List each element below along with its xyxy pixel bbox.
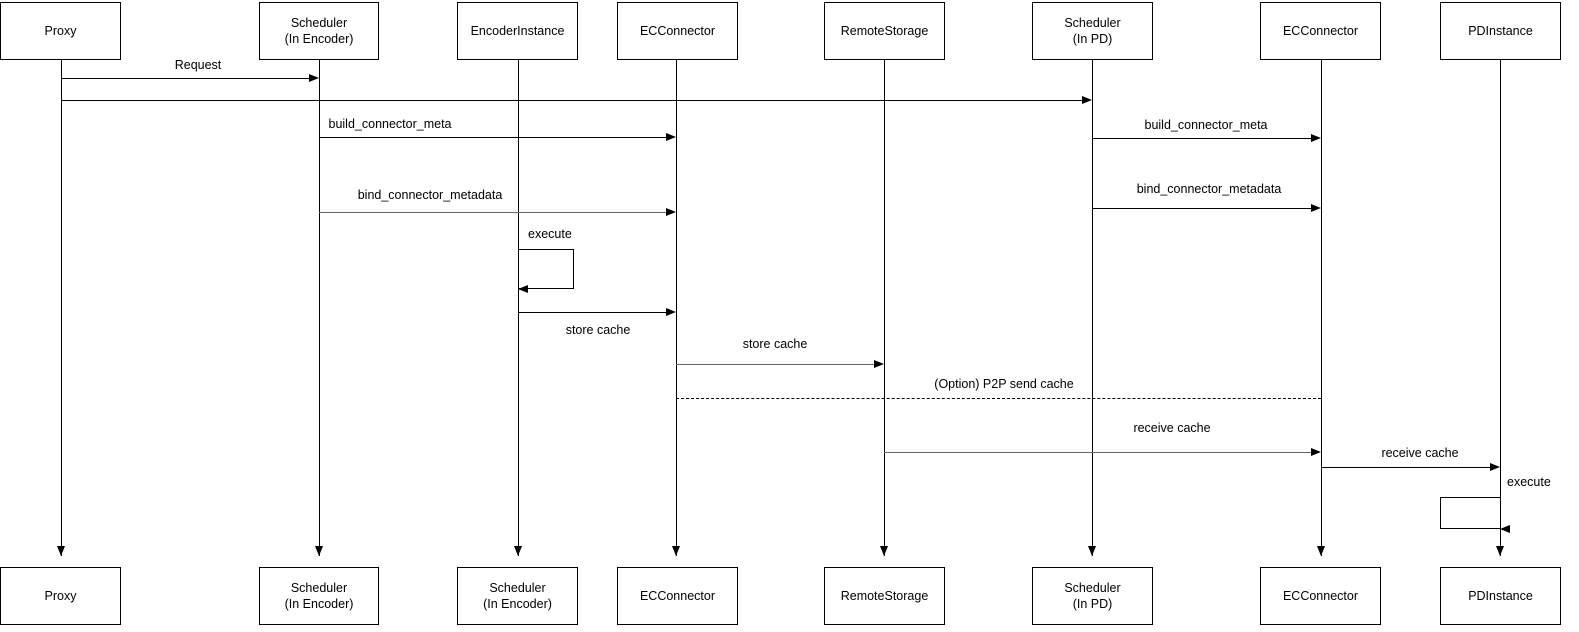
participant-label: Scheduler <box>1064 581 1121 595</box>
message-label-m5: bind_connector_metadata <box>357 188 503 202</box>
participant-label: Scheduler <box>290 16 348 30</box>
participant-label: Scheduler <box>1064 16 1121 30</box>
participant-sublabel: (In Encoder) <box>483 597 552 611</box>
message-line-m6 <box>1092 208 1311 209</box>
participant-sublabel: (In PD) <box>1072 32 1113 46</box>
participant-box-top-ecconn_right: ECConnector <box>1260 2 1381 60</box>
self-message-label-s1: execute <box>528 227 572 241</box>
participant-sublabel: (In Encoder) <box>284 32 354 46</box>
lifeline-end-arrow-ecconn_left <box>672 546 680 556</box>
participant-label: Proxy <box>44 589 77 603</box>
message-label-m9: (Option) P2P send cache <box>934 377 1074 391</box>
participant-box-top-ecconn_left: ECConnector <box>617 2 738 60</box>
message-line-m9 <box>676 398 1321 399</box>
message-arrowhead-m3 <box>666 133 676 141</box>
message-arrowhead-m11 <box>1490 463 1500 471</box>
message-line-m5 <box>319 212 666 214</box>
participant-label: RemoteStorage <box>840 24 929 38</box>
participant-label: EncoderInstance <box>470 24 565 38</box>
participant-label: ECConnector <box>639 24 716 38</box>
message-label-m1: Request <box>174 58 222 72</box>
message-arrowhead-m6 <box>1311 204 1321 212</box>
message-label-m3: build_connector_meta <box>328 117 452 131</box>
participant-box-bottom-sched_pd: Scheduler (In PD) <box>1032 567 1153 625</box>
lifeline-end-arrow-pd_instance <box>1496 546 1504 556</box>
message-arrowhead-m8 <box>874 360 884 368</box>
message-arrowhead-m7 <box>666 308 676 316</box>
lifeline-encoder_inst <box>518 60 519 556</box>
participant-box-bottom-sched_enc: Scheduler (In Encoder) <box>259 567 379 625</box>
message-label-m6: bind_connector_metadata <box>1136 182 1282 196</box>
message-line-m2 <box>61 100 1082 101</box>
self-message-arrowhead-s2 <box>1500 525 1510 533</box>
participant-label: Scheduler <box>290 581 348 595</box>
participant-box-top-remote_storage: RemoteStorage <box>824 2 945 60</box>
participant-box-top-proxy: Proxy <box>0 2 121 60</box>
self-message-label-s2: execute <box>1507 475 1551 489</box>
message-line-m8 <box>676 364 874 366</box>
participant-box-bottom-ecconn_right: ECConnector <box>1260 567 1381 625</box>
participant-box-bottom-remote_storage: RemoteStorage <box>824 567 945 625</box>
lifeline-end-arrow-ecconn_right <box>1317 546 1325 556</box>
participant-box-top-sched_enc: Scheduler (In Encoder) <box>259 2 379 60</box>
lifeline-proxy <box>61 60 62 556</box>
lifeline-end-arrow-remote_storage <box>880 546 888 556</box>
participant-box-top-encoder_inst: EncoderInstance <box>457 2 578 60</box>
message-arrowhead-m10 <box>1311 448 1321 456</box>
participant-label: ECConnector <box>639 589 716 603</box>
message-arrowhead-m1 <box>309 74 319 82</box>
lifeline-ecconn_right <box>1321 60 1322 556</box>
message-line-m11 <box>1321 467 1490 468</box>
message-line-m4 <box>1092 138 1311 139</box>
participant-label: PDInstance <box>1468 589 1533 603</box>
message-label-m8: store cache <box>742 337 808 351</box>
self-message-arrowhead-s1 <box>518 285 528 293</box>
message-line-m7 <box>518 312 666 313</box>
participant-box-bottom-proxy: Proxy <box>0 567 121 625</box>
participant-box-bottom-pd_instance: PDInstance <box>1440 567 1561 625</box>
lifeline-end-arrow-sched_enc <box>315 546 323 556</box>
message-label-m10: receive cache <box>1133 421 1211 435</box>
participant-sublabel: (In PD) <box>1072 597 1113 611</box>
message-arrowhead-m5 <box>666 208 676 216</box>
lifeline-ecconn_left <box>676 60 677 556</box>
lifeline-pd_instance <box>1500 60 1501 556</box>
lifeline-end-arrow-sched_pd <box>1088 546 1096 556</box>
self-message-loop-s1 <box>518 249 574 289</box>
lifeline-remote_storage <box>884 60 885 556</box>
participant-box-top-pd_instance: PDInstance <box>1440 2 1561 60</box>
participant-sublabel: (In Encoder) <box>284 597 354 611</box>
participant-label: ECConnector <box>1282 24 1359 38</box>
self-message-loop-s2 <box>1440 497 1500 529</box>
message-line-m3 <box>319 137 666 138</box>
message-label-m4: build_connector_meta <box>1144 118 1268 132</box>
participant-label: Scheduler <box>489 581 546 595</box>
participant-box-top-sched_pd: Scheduler (In PD) <box>1032 2 1153 60</box>
lifeline-end-arrow-proxy <box>57 546 65 556</box>
participant-box-bottom-ecconn_left: ECConnector <box>617 567 738 625</box>
message-label-m11: receive cache <box>1381 446 1459 460</box>
message-line-m1 <box>61 78 309 79</box>
lifeline-sched_pd <box>1092 60 1093 556</box>
lifeline-end-arrow-encoder_inst <box>514 546 522 556</box>
participant-label: ECConnector <box>1282 589 1359 603</box>
message-arrowhead-m4 <box>1311 134 1321 142</box>
lifeline-sched_enc <box>319 60 320 556</box>
participant-label: RemoteStorage <box>840 589 929 603</box>
message-line-m10 <box>884 452 1311 454</box>
participant-label: PDInstance <box>1468 24 1533 38</box>
participant-box-bottom-encoder_inst: Scheduler (In Encoder) <box>457 567 578 625</box>
participant-label: Proxy <box>44 24 77 38</box>
message-arrowhead-m2 <box>1082 96 1092 104</box>
message-label-m7: store cache <box>565 323 631 337</box>
